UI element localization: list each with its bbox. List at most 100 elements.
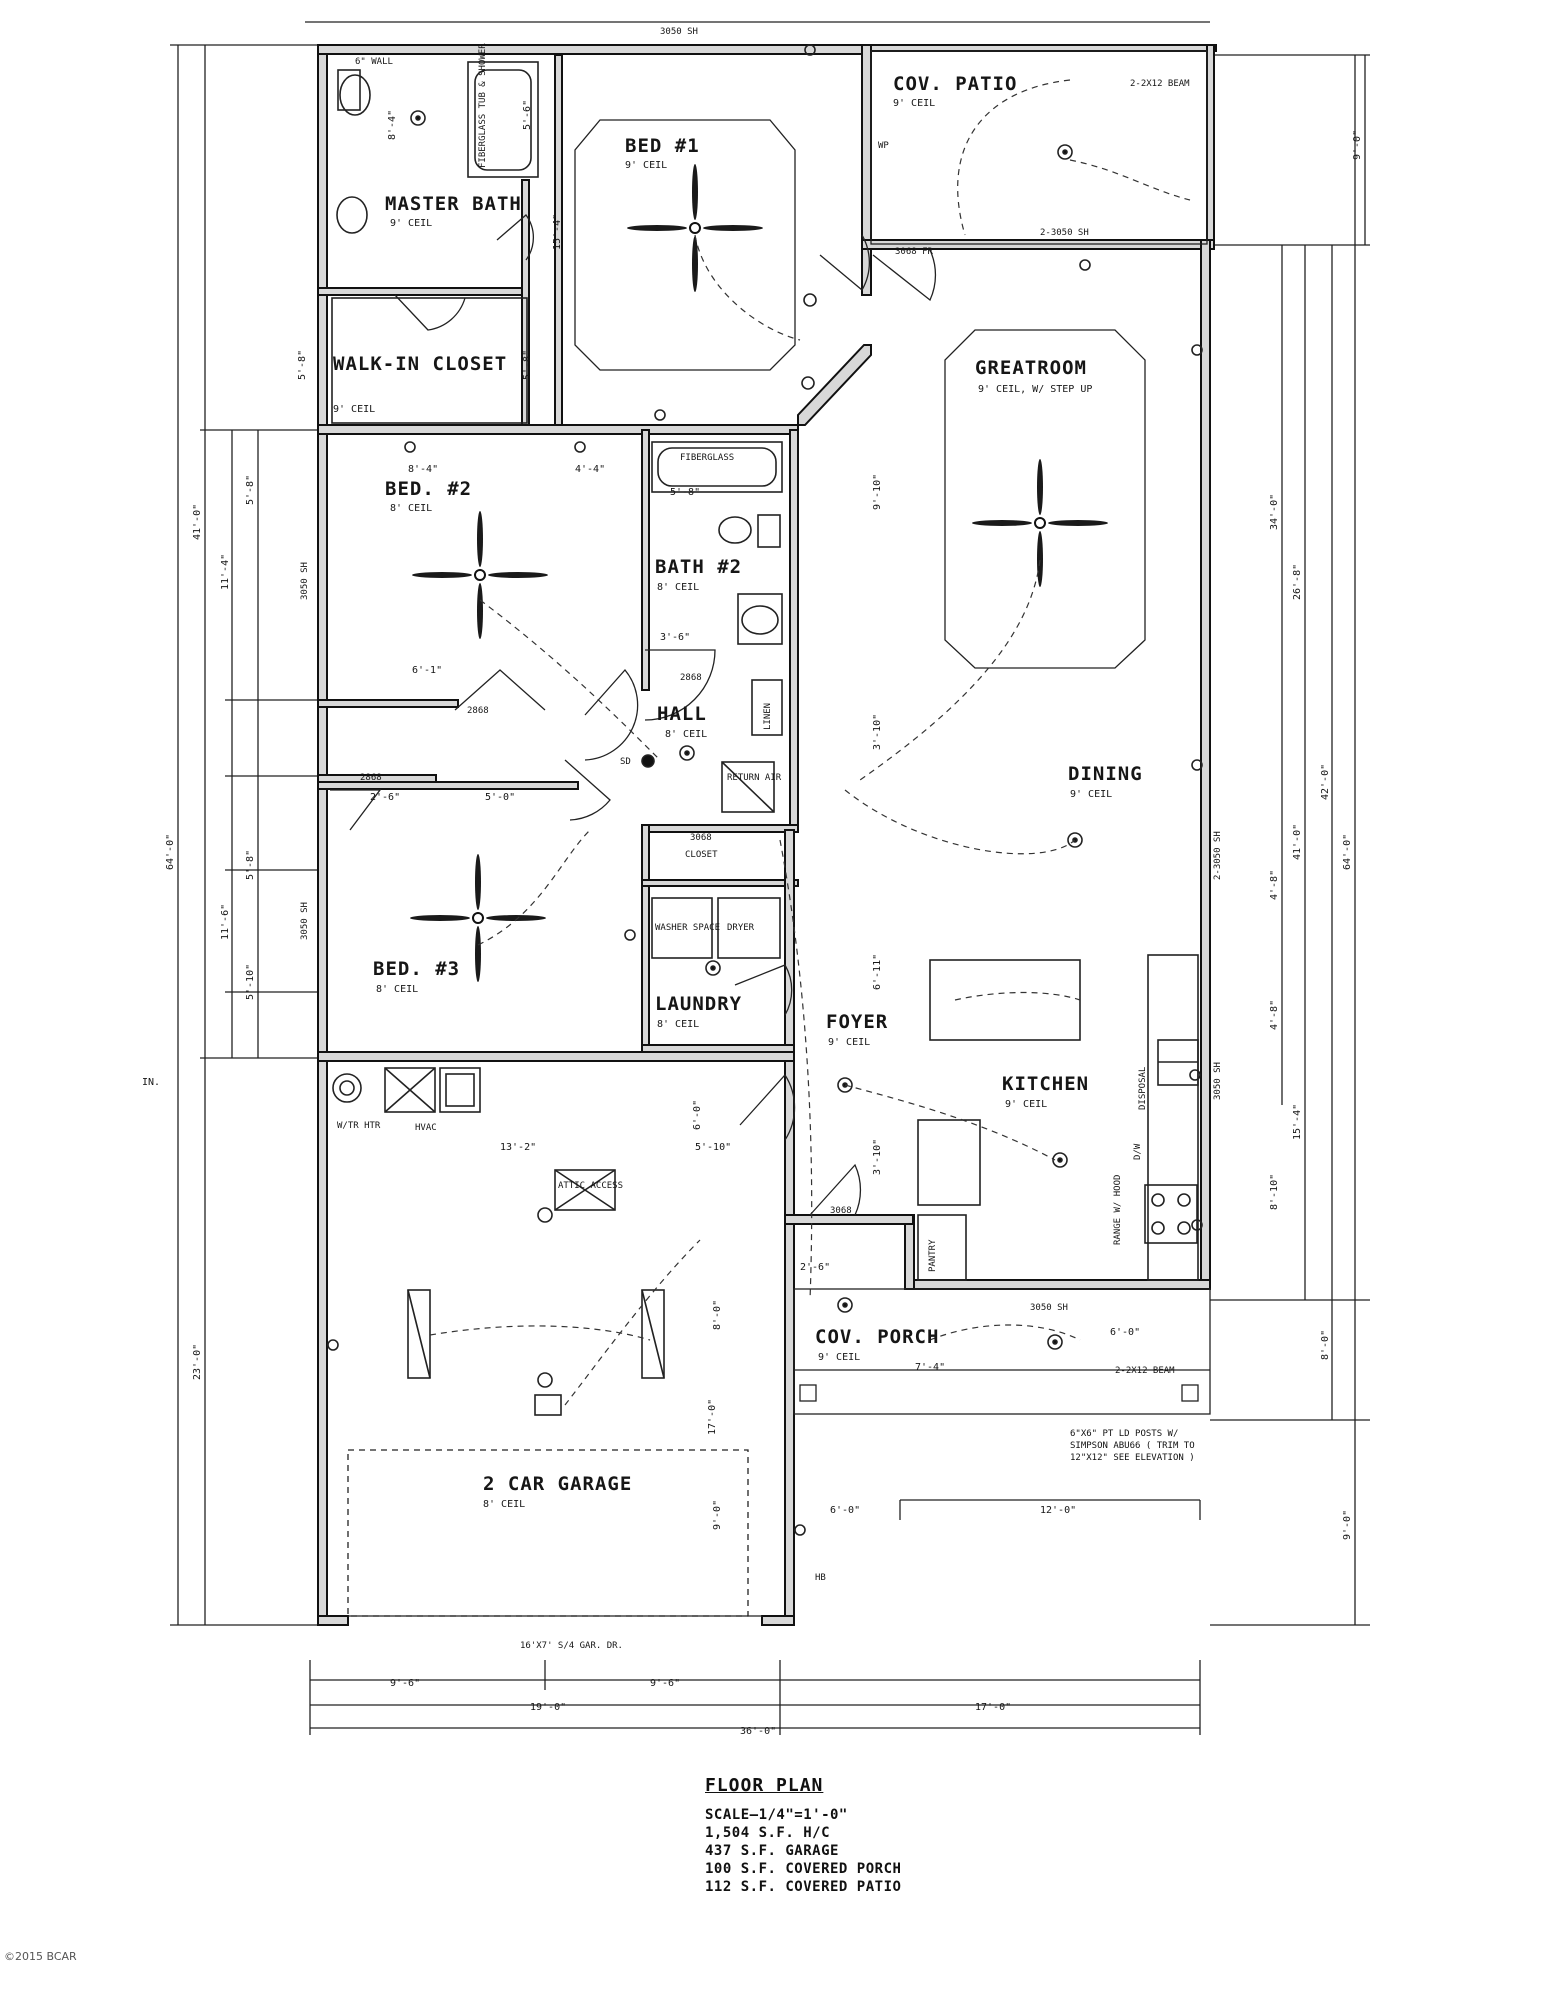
sink-icon (336, 196, 368, 234)
cov-patio-label: COV. PATIO (893, 73, 1017, 95)
svg-text:ATTIC ACCESS: ATTIC ACCESS (558, 1181, 623, 1191)
svg-text:FIBERGLASS TUB & SHOWER: FIBERGLASS TUB & SHOWER (478, 43, 488, 168)
svg-text:6'-0": 6'-0" (1110, 1327, 1140, 1338)
svg-text:8' CEIL: 8' CEIL (657, 1019, 699, 1030)
bed1-label: BED #1 (625, 135, 700, 157)
porch-outline (793, 1288, 1211, 1415)
cov-porch-label: COV. PORCH (815, 1326, 939, 1348)
svg-text:9' CEIL: 9' CEIL (1070, 789, 1112, 800)
svg-text:2868: 2868 (360, 773, 382, 783)
light-fixtures (327, 44, 1203, 1536)
svg-text:WP: WP (878, 141, 889, 151)
washer-space (651, 897, 713, 959)
bed3-label: BED. #3 (373, 958, 460, 980)
svg-text:W/TR HTR: W/TR HTR (337, 1121, 381, 1131)
walls (317, 44, 1217, 1626)
svg-text:9'-10": 9'-10" (872, 474, 883, 510)
ceiling-fan-icon (410, 854, 546, 982)
door-swing-icon (496, 214, 535, 261)
svg-text:HVAC: HVAC (415, 1123, 437, 1133)
svg-text:2'-6": 2'-6" (800, 1262, 830, 1273)
svg-text:IN.: IN. (142, 1077, 160, 1088)
fixture-labels: FIBERGLASS TUB & SHOWER FIBERGLASS LINEN… (300, 27, 1223, 1651)
kitchen-label: KITCHEN (1002, 1073, 1089, 1095)
svg-text:12'-0": 12'-0" (1040, 1505, 1076, 1516)
legend-title: FLOOR PLAN (705, 1775, 824, 1796)
bed2-label: BED. #2 (385, 478, 472, 500)
wall-left (317, 44, 328, 1626)
legend-garage: 437 S.F. GARAGE (705, 1843, 839, 1859)
svg-text:41'-0": 41'-0" (1292, 824, 1303, 860)
wall-foyer-bottom (784, 1214, 914, 1225)
ceiling-fan-icon (412, 511, 548, 639)
svg-text:3050 SH: 3050 SH (1030, 1303, 1068, 1313)
svg-text:3068 FR: 3068 FR (895, 247, 934, 257)
svg-text:17'-0": 17'-0" (975, 1702, 1011, 1713)
svg-text:8' CEIL: 8' CEIL (657, 582, 699, 593)
svg-text:5'-8": 5'-8" (245, 850, 256, 880)
pantry (917, 1214, 967, 1281)
light-fixture-icon (410, 110, 426, 126)
light-fixture-icon (1047, 1334, 1063, 1350)
garage-door-track (347, 1449, 749, 1617)
light-fixture-icon (679, 745, 695, 761)
wall-kitchen-bottom (904, 1279, 1211, 1290)
legend-porch: 100 S.F. COVERED PORCH (705, 1861, 902, 1877)
svg-text:5'-8": 5'-8" (670, 487, 700, 498)
wall-garage-top (317, 1051, 795, 1062)
svg-text:23'-0": 23'-0" (192, 1344, 203, 1380)
svg-text:8'-10": 8'-10" (1269, 1174, 1280, 1210)
svg-text:8'-0": 8'-0" (1320, 1330, 1331, 1360)
svg-text:5'-0": 5'-0" (485, 792, 515, 803)
hall-label: HALL (657, 703, 707, 725)
tub-shower (467, 61, 539, 178)
svg-text:FIBERGLASS: FIBERGLASS (680, 453, 734, 463)
svg-text:9'-0": 9'-0" (1342, 1510, 1353, 1540)
light-fixture-icon (1052, 1152, 1068, 1168)
svg-text:11'-6": 11'-6" (220, 904, 231, 940)
svg-text:41'-0": 41'-0" (192, 504, 203, 540)
svg-text:9' CEIL: 9' CEIL (893, 98, 935, 109)
svg-text:3'-10": 3'-10" (872, 714, 883, 750)
svg-text:4'-8": 4'-8" (1269, 1000, 1280, 1030)
svg-text:3'-6": 3'-6" (660, 632, 690, 643)
svg-text:9' CEIL: 9' CEIL (390, 218, 432, 229)
svg-text:RETURN AIR: RETURN AIR (727, 773, 782, 783)
light-fixture-icon (837, 1077, 853, 1093)
wall-pantry-left (904, 1214, 915, 1290)
svg-text:9'-0": 9'-0" (712, 1500, 723, 1530)
fridge-space (917, 1119, 981, 1206)
kitchen-island (929, 959, 1081, 1041)
wall-garage-right (784, 1059, 795, 1626)
svg-text:3050 SH: 3050 SH (300, 562, 310, 600)
svg-text:5'-8": 5'-8" (245, 475, 256, 505)
svg-text:2-2X12 BEAM: 2-2X12 BEAM (1115, 1366, 1175, 1376)
legend-hc: 1,504 S.F. H/C (705, 1825, 831, 1841)
light-fixture-icon (1057, 144, 1073, 160)
dimension-labels: 64'-0" 41'-0" 23'-0" 11'-4" 11'-6" 5'-8"… (142, 100, 1363, 1737)
svg-text:13'-2": 13'-2" (500, 1142, 536, 1153)
linen-closet (751, 679, 783, 736)
svg-text:9' CEIL: 9' CEIL (818, 1352, 860, 1363)
ceiling-fan-icon (627, 164, 763, 292)
svg-text:6'-11": 6'-11" (872, 954, 883, 990)
svg-text:3068: 3068 (690, 833, 712, 843)
svg-text:5'-8": 5'-8" (522, 350, 533, 380)
svg-text:3050 SH: 3050 SH (1213, 1062, 1223, 1100)
door-swing-icon (394, 294, 466, 331)
svg-text:42'-0": 42'-0" (1320, 764, 1331, 800)
wall-patio-right (1206, 44, 1215, 246)
svg-text:4'-8": 4'-8" (1269, 870, 1280, 900)
toilet-icon (339, 74, 371, 116)
svg-text:15'-4": 15'-4" (552, 214, 563, 250)
svg-text:RANGE W/ HOOD: RANGE W/ HOOD (1113, 1175, 1123, 1245)
svg-text:3'-10": 3'-10" (872, 1139, 883, 1175)
legend-patio: 112 S.F. COVERED PATIO (705, 1879, 902, 1895)
svg-text:64'-0": 64'-0" (1342, 834, 1353, 870)
bath2-label: BATH #2 (655, 556, 742, 578)
wall-top (317, 44, 872, 55)
dryer (717, 897, 781, 959)
patio-outline (870, 50, 1208, 245)
svg-text:6'-0": 6'-0" (830, 1505, 860, 1516)
copyright-watermark: ©2015 BCAR (4, 1950, 77, 1963)
